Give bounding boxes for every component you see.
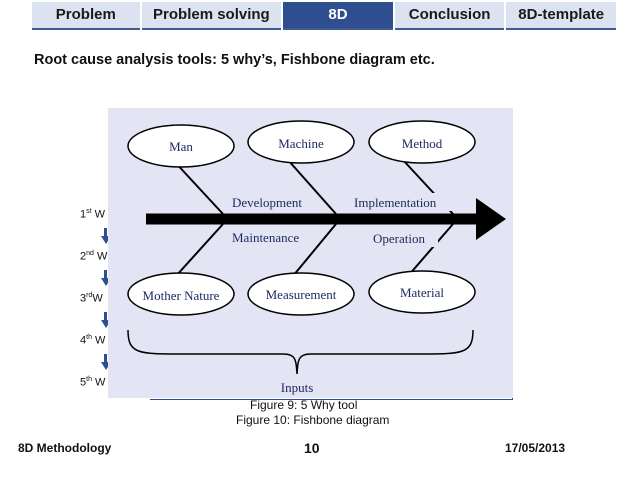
bone-mother-nature	[175, 223, 224, 277]
tab-conclusion[interactable]: Conclusion	[394, 2, 505, 30]
why-arrow-2	[101, 278, 111, 286]
why-step-5-label: 5th W	[80, 376, 106, 389]
footer-title: 8D Methodology	[18, 441, 112, 455]
cause-method-label: Method	[402, 136, 443, 151]
why-arrow-1-stem	[104, 228, 107, 236]
tab-8d-template[interactable]: 8D-template	[506, 2, 617, 30]
why-arrow-1	[101, 236, 111, 244]
bone-man	[172, 159, 224, 215]
tab-problem-solving[interactable]: Problem solving	[141, 2, 282, 30]
caption-figure-9: Figure 9: 5 Why tool	[250, 398, 358, 412]
spine-label-maintenance: Maintenance	[232, 230, 299, 245]
tab-8d[interactable]: 8D	[283, 2, 393, 30]
spine-label-development: Development	[232, 195, 302, 210]
page-number: 10	[304, 440, 320, 456]
inputs-label: Inputs	[281, 380, 314, 395]
why-step-3-label: 3rdW	[80, 292, 103, 305]
why-arrow-2-stem	[104, 270, 107, 278]
cause-measurement-label: Measurement	[266, 287, 337, 302]
why-arrow-3-stem	[104, 312, 107, 320]
why-arrow-3	[101, 320, 111, 328]
why-step-4-label: 4th W	[80, 334, 106, 347]
spine-label-operation: Operation	[373, 231, 425, 246]
why-arrow-4-stem	[104, 354, 107, 362]
cause-mother-nature-label: Mother Nature	[143, 288, 220, 303]
cause-method	[368, 120, 476, 164]
spine-arrowhead	[476, 198, 506, 240]
bone-material	[407, 223, 454, 277]
cause-machine	[247, 120, 355, 164]
cause-material	[368, 270, 476, 314]
cause-man-label: Man	[169, 139, 193, 154]
why-step-1-label: 1st W	[80, 208, 106, 221]
fishbone-svg: Development Implementation Maintenance O…	[127, 120, 506, 395]
cause-material-label: Material	[400, 285, 444, 300]
cause-man	[127, 124, 235, 168]
label-bg-implementation	[350, 193, 458, 211]
caption-figure-10: Figure 10: Fishbone diagram	[236, 413, 390, 427]
why-step-2-label: 2nd W	[80, 250, 108, 263]
cause-measurement	[247, 272, 355, 316]
inputs-brace	[127, 329, 474, 375]
fishbone-diagram: Development Implementation Maintenance O…	[108, 108, 513, 398]
slide-title: Root cause analysis tools: 5 why’s, Fish…	[34, 52, 435, 68]
cause-mother-nature	[127, 272, 235, 316]
tab-problem[interactable]: Problem	[32, 2, 140, 30]
bone-measurement	[292, 223, 337, 277]
bone-machine	[287, 159, 337, 215]
why-arrow-4	[101, 362, 111, 370]
spine-label-implementation: Implementation	[354, 195, 437, 210]
label-bg-operation	[370, 229, 438, 247]
cause-machine-label: Machine	[278, 136, 324, 151]
top-navigation: Problem Problem solving 8D Conclusion 8D…	[32, 2, 617, 30]
label-bg-development	[226, 193, 316, 211]
footer-date: 17/05/2013	[505, 441, 566, 455]
